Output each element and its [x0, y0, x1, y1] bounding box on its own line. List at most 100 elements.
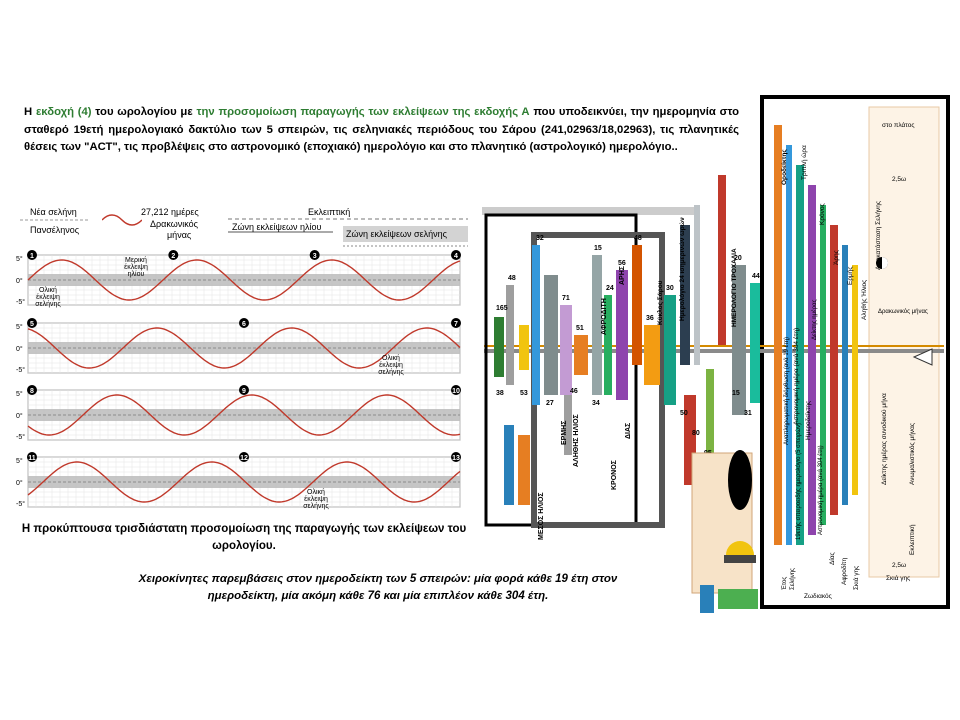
- svg-text:Κρόνος: Κρόνος: [818, 203, 826, 225]
- svg-text:ΑΡΗΣ: ΑΡΗΣ: [619, 266, 626, 285]
- svg-text:Έτος: Έτος: [782, 577, 788, 591]
- axis-tick-label: 5°: [16, 457, 23, 465]
- svg-text:ΑΦΡΟΔΙΤΗ: ΑΦΡΟΔΙΤΗ: [601, 298, 608, 335]
- svg-text:Αστρονομική ημέρα (ανά 304 έτη: Αστρονομική ημέρα (ανά 304 έτη): [817, 445, 824, 535]
- eclipse-marker-label: 11: [28, 455, 36, 462]
- svg-text:165: 165: [496, 305, 508, 312]
- total-eclipse-note: έκλειψη: [36, 293, 60, 301]
- svg-text:51: 51: [576, 325, 584, 332]
- svg-text:38: 38: [496, 390, 504, 397]
- intro-text-3: που υποδεικνύει, την ημερομηνία στο σταθ…: [24, 106, 739, 153]
- dial-inner-band: [868, 106, 940, 578]
- total-eclipse-note: Ολική: [39, 287, 57, 294]
- legend-moon-zone: Ζώνη εκλείψεων σελήνης: [346, 229, 447, 239]
- axis-tick-label: 0°: [16, 412, 23, 420]
- eclipse-marker-label: 13: [452, 455, 460, 462]
- eclipse-marker-label: 5: [30, 321, 34, 328]
- svg-text:Ανωμαλιστικός μήνας: Ανωμαλιστικός μήνας: [908, 423, 916, 485]
- svg-text:53: 53: [520, 390, 528, 397]
- legend-sun-zone: Ζώνη εκλείψεων ηλίου: [232, 222, 322, 232]
- svg-text:στο πλάτος: στο πλάτος: [882, 121, 915, 129]
- svg-text:20: 20: [734, 255, 742, 262]
- total-eclipse-note: σελήνης: [35, 301, 61, 308]
- eclipse-marker-label: 12: [240, 455, 248, 462]
- eclipse-marker: [27, 250, 37, 260]
- svg-text:36: 36: [646, 315, 654, 322]
- eclipse-marker: [168, 250, 179, 260]
- svg-text:15: 15: [732, 390, 740, 397]
- svg-text:27: 27: [546, 400, 554, 407]
- svg-text:80: 80: [692, 430, 700, 437]
- simulation-caption: Η προκύπτουσα τρισδιάστατη προσομοίωση τ…: [21, 523, 467, 552]
- axis-tick-label: 5°: [16, 390, 23, 398]
- main-axis-stripe: [484, 345, 944, 347]
- axis-tick-label: -5°: [16, 433, 25, 441]
- legend-ecliptic: Εκλειπτική: [308, 207, 351, 217]
- intro-simulation-label: την προσομοίωση παραγωγής των εκλείψεων …: [196, 106, 530, 118]
- manual-intervention-caption: Χειροκίνητες παρεμβάσεις στον ημεροδείκτ…: [138, 573, 618, 602]
- total-eclipse-note: Ολική: [382, 355, 400, 362]
- drive-green-block: [718, 589, 758, 609]
- axis-tick-label: 5°: [16, 323, 23, 331]
- svg-text:56: 56: [618, 260, 626, 267]
- frame-top-bar: [482, 207, 700, 215]
- eclipse-marker-label: 9: [242, 388, 246, 395]
- eclipse-marker: [27, 318, 37, 328]
- draconic-sine: [27, 394, 461, 436]
- svg-text:Σκιά γης: Σκιά γης: [886, 574, 910, 582]
- eclipse-marker-label: 1: [30, 253, 34, 260]
- partial-eclipse-note: Μερική: [125, 257, 147, 264]
- green-column: [706, 369, 714, 509]
- svg-text:Τριπλή ώρα: Τριπλή ώρα: [800, 145, 808, 180]
- svg-text:46: 46: [570, 388, 578, 395]
- axis-tick-label: -5°: [16, 298, 25, 306]
- eclipse-marker-label: 8: [30, 388, 34, 395]
- draconic-sine: [27, 259, 461, 301]
- axis-tick-label: 5°: [16, 255, 23, 263]
- svg-text:Εκλειπτική: Εκλειπτική: [909, 524, 916, 555]
- total-eclipse-note: σελήνης: [303, 503, 329, 510]
- svg-text:ΚΡΟΝΟΣ: ΚΡΟΝΟΣ: [611, 460, 618, 490]
- svg-text:Ημερολόγιο 24 ισημερινών ωρών: Ημερολόγιο 24 ισημερινών ωρών: [678, 217, 686, 321]
- svg-text:Αφροδίτη: Αφροδίτη: [840, 558, 848, 585]
- svg-text:ΑΛΗΘΗΣ ΗΛΙΟΣ: ΑΛΗΘΗΣ ΗΛΙΟΣ: [573, 414, 580, 467]
- svg-text:15: 15: [594, 245, 602, 252]
- eclipse-marker: [27, 452, 37, 462]
- moon-phase-highlight: [882, 257, 888, 269]
- eclipse-marker: [451, 250, 461, 260]
- legend-new-moon: Νέα σελήνη: [30, 207, 77, 217]
- svg-text:48: 48: [634, 235, 642, 242]
- svg-text:Άρης: Άρης: [833, 250, 840, 265]
- svg-text:Σελήνης: Σελήνης: [789, 568, 796, 590]
- mechanism-diagram: 165 48 32 71 51 15 24 56 48 36 30 20 44 …: [482, 95, 950, 613]
- svg-text:ΗΜΕΡΟΛΟΓΙΟ ΤΡΟΧΑΛΙΑ: ΗΜΕΡΟΛΟΓΙΟ ΤΡΟΧΑΛΙΑ: [731, 248, 738, 327]
- svg-text:19ετής σπειροειδής ημερολόγιο: 19ετής σπειροειδής ημερολόγιο (5 σπειρών…: [795, 423, 802, 540]
- legend-period-name-1: Δρακωνικός: [150, 219, 198, 229]
- svg-text:48: 48: [508, 275, 516, 282]
- eclipse-marker: [27, 385, 37, 395]
- svg-text:ΕΡΜΗΣ: ΕΡΜΗΣ: [561, 421, 568, 445]
- total-eclipse-note: έκλειψη: [304, 495, 328, 503]
- svg-text:30: 30: [666, 285, 674, 292]
- total-eclipse-note: έκλειψη: [379, 361, 403, 369]
- eclipse-marker: [239, 452, 249, 462]
- drive-base: [724, 555, 756, 563]
- legend-period-value: 27,212 ημέρες: [141, 207, 199, 217]
- eclipse-marker: [451, 452, 461, 462]
- intro-text-2: του ωρολογίου με: [91, 106, 197, 118]
- axis-tick-label: -5°: [16, 500, 25, 508]
- eclipse-marker-label: 6: [242, 321, 246, 328]
- svg-text:Ερμής: Ερμής: [847, 266, 854, 285]
- eclipse-panel-3: 5° 0° -5° 8 9 10: [16, 385, 462, 445]
- legend-full-moon: Πανσέληνος: [30, 225, 80, 235]
- legend-sine-sample: [102, 214, 142, 226]
- svg-text:44: 44: [752, 273, 760, 280]
- dial-labels: Οροδείκτης Τριπλή ώρα Κρόνος Άρης Ερμής …: [781, 121, 928, 600]
- svg-text:2,5ω: 2,5ω: [892, 176, 906, 183]
- drive-blue-block: [700, 585, 714, 613]
- eclipse-marker-label: 10: [452, 388, 460, 395]
- eclipse-marker-label: 2: [171, 253, 175, 260]
